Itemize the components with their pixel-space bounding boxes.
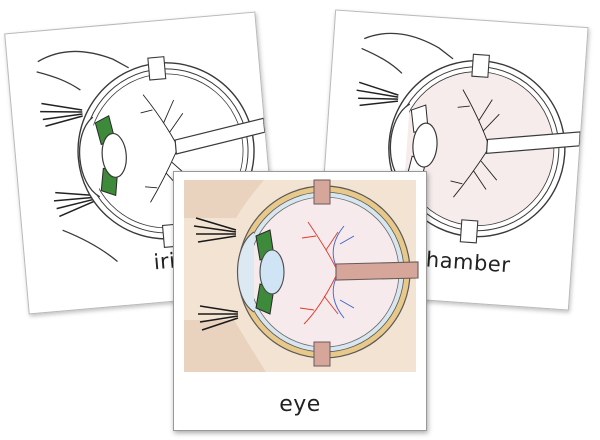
chamber-card: chamber <box>315 9 589 311</box>
card-label-eye: eye <box>279 392 321 417</box>
eye-diagram-colored <box>184 179 419 372</box>
eye-diagram-chamber <box>356 32 581 244</box>
eye-card: eye <box>173 171 427 431</box>
